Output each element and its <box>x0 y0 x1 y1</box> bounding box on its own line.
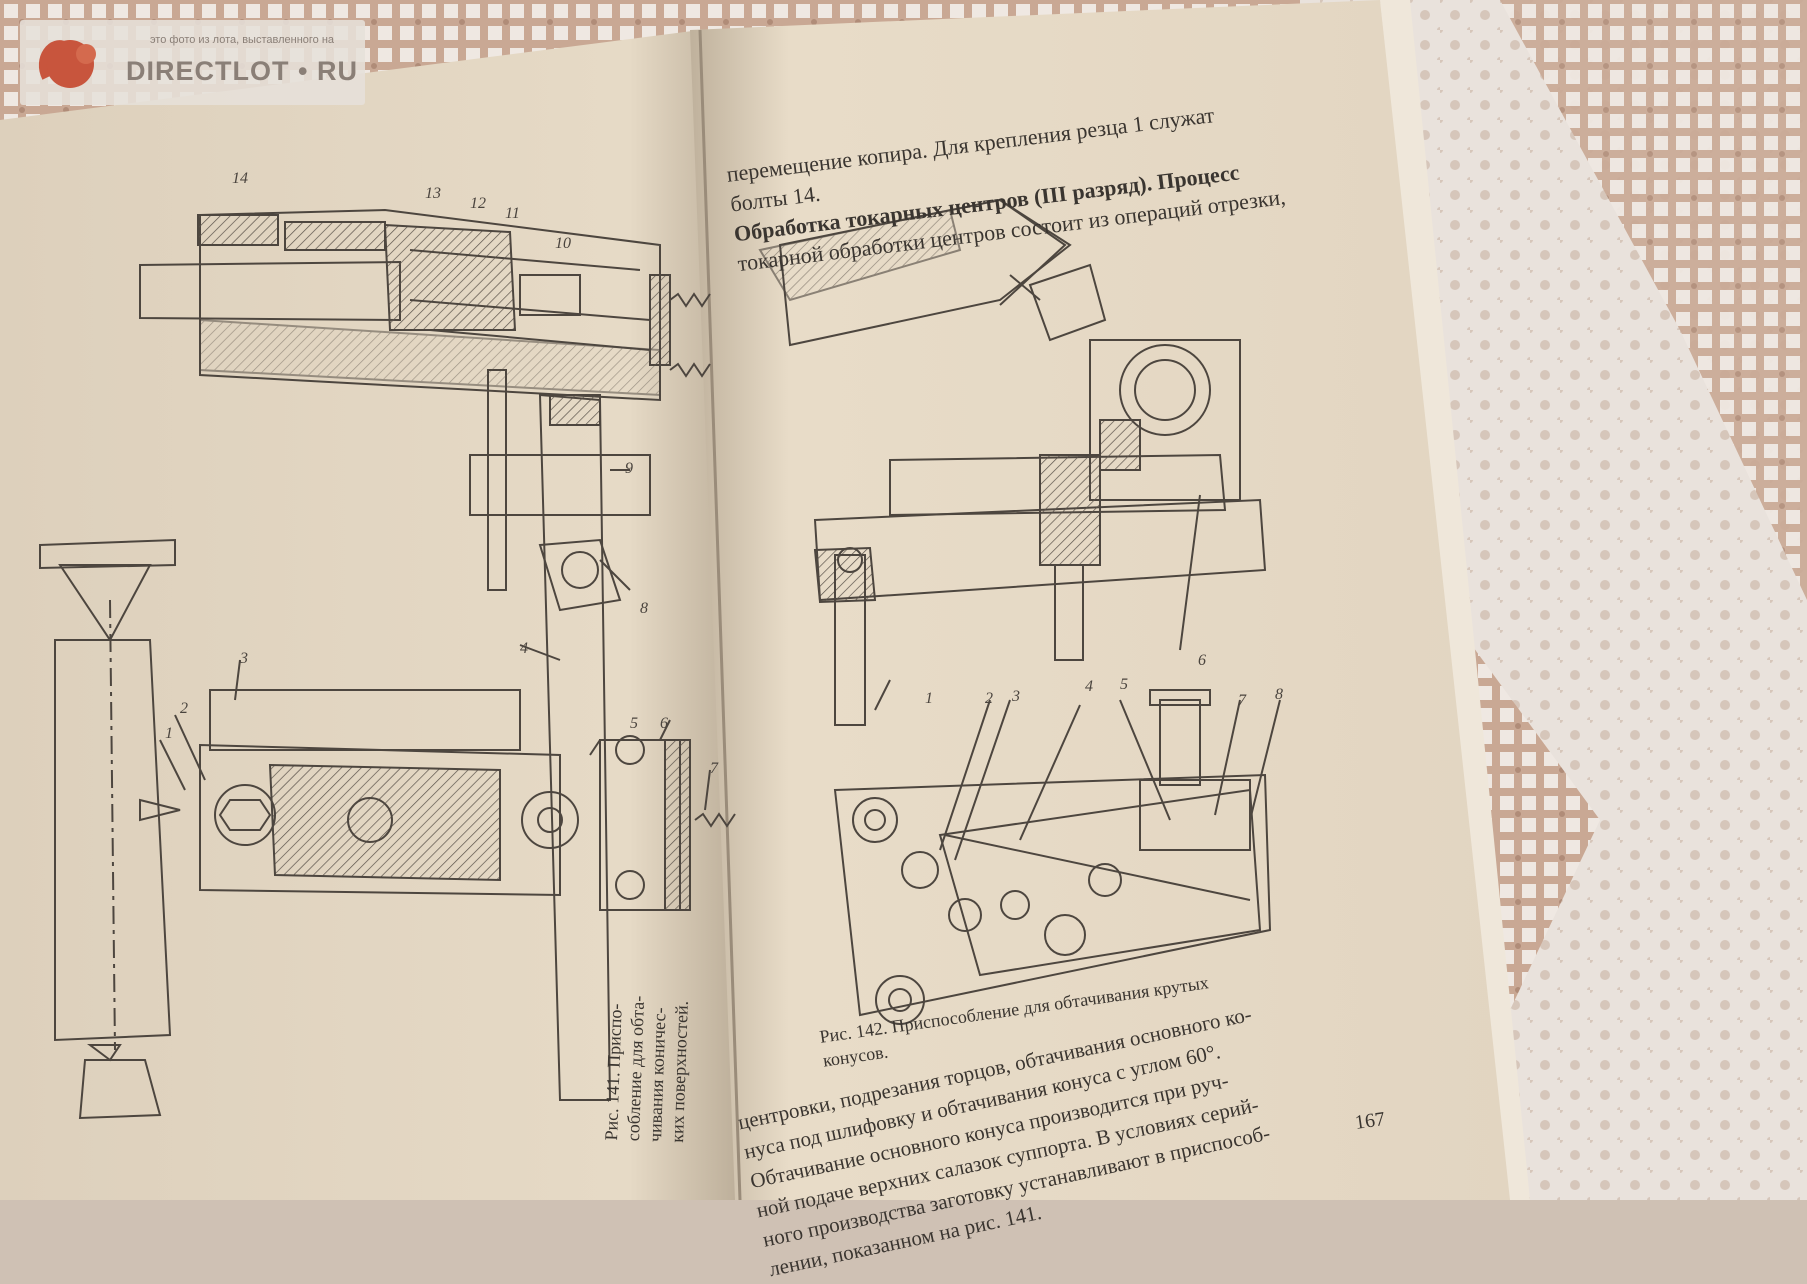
watermark-caption: это фото из лота, выставленного на <box>149 34 335 46</box>
squirrel-logo-icon <box>38 40 96 88</box>
figure-141-drawing <box>39 208 736 1120</box>
book-spine <box>698 29 742 1200</box>
tablecloth-pattern <box>1500 0 1807 600</box>
figure-142-drawing <box>758 198 1281 1025</box>
directlot-watermark: это фото из лота, выставленного на DIREC… <box>20 20 365 105</box>
photo-scene <box>0 0 1807 1200</box>
page-edges <box>1380 0 1530 1200</box>
right-page <box>690 0 1515 1200</box>
watermark-brand: DIRECTLOT • RU <box>126 56 358 86</box>
